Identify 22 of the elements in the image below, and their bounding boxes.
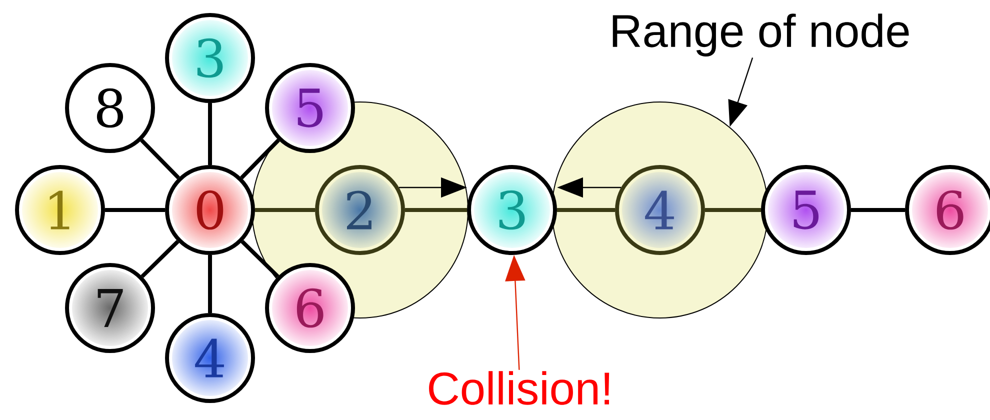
network-node: 6 [905,165,990,255]
link-line [208,103,212,165]
link-line [140,240,180,278]
node-label: 6 [296,288,324,328]
link-line [557,208,615,212]
network-node: 4 [615,165,705,255]
annotation-text: Collision! [429,371,610,405]
link-line [851,208,905,212]
link-line [405,208,467,212]
link-line [140,138,180,180]
link-line [240,240,280,278]
network-node: 2 [315,165,405,255]
annotation-text: Range of node [612,14,909,56]
network-node: 5 [761,165,851,255]
link-line [105,208,166,212]
link-line [208,255,212,313]
node-label: 5 [794,190,819,230]
link-line [705,208,761,212]
node-label: 3 [499,190,525,230]
node-label: 5 [298,88,323,128]
link-line [255,208,315,212]
link-line [240,138,280,180]
